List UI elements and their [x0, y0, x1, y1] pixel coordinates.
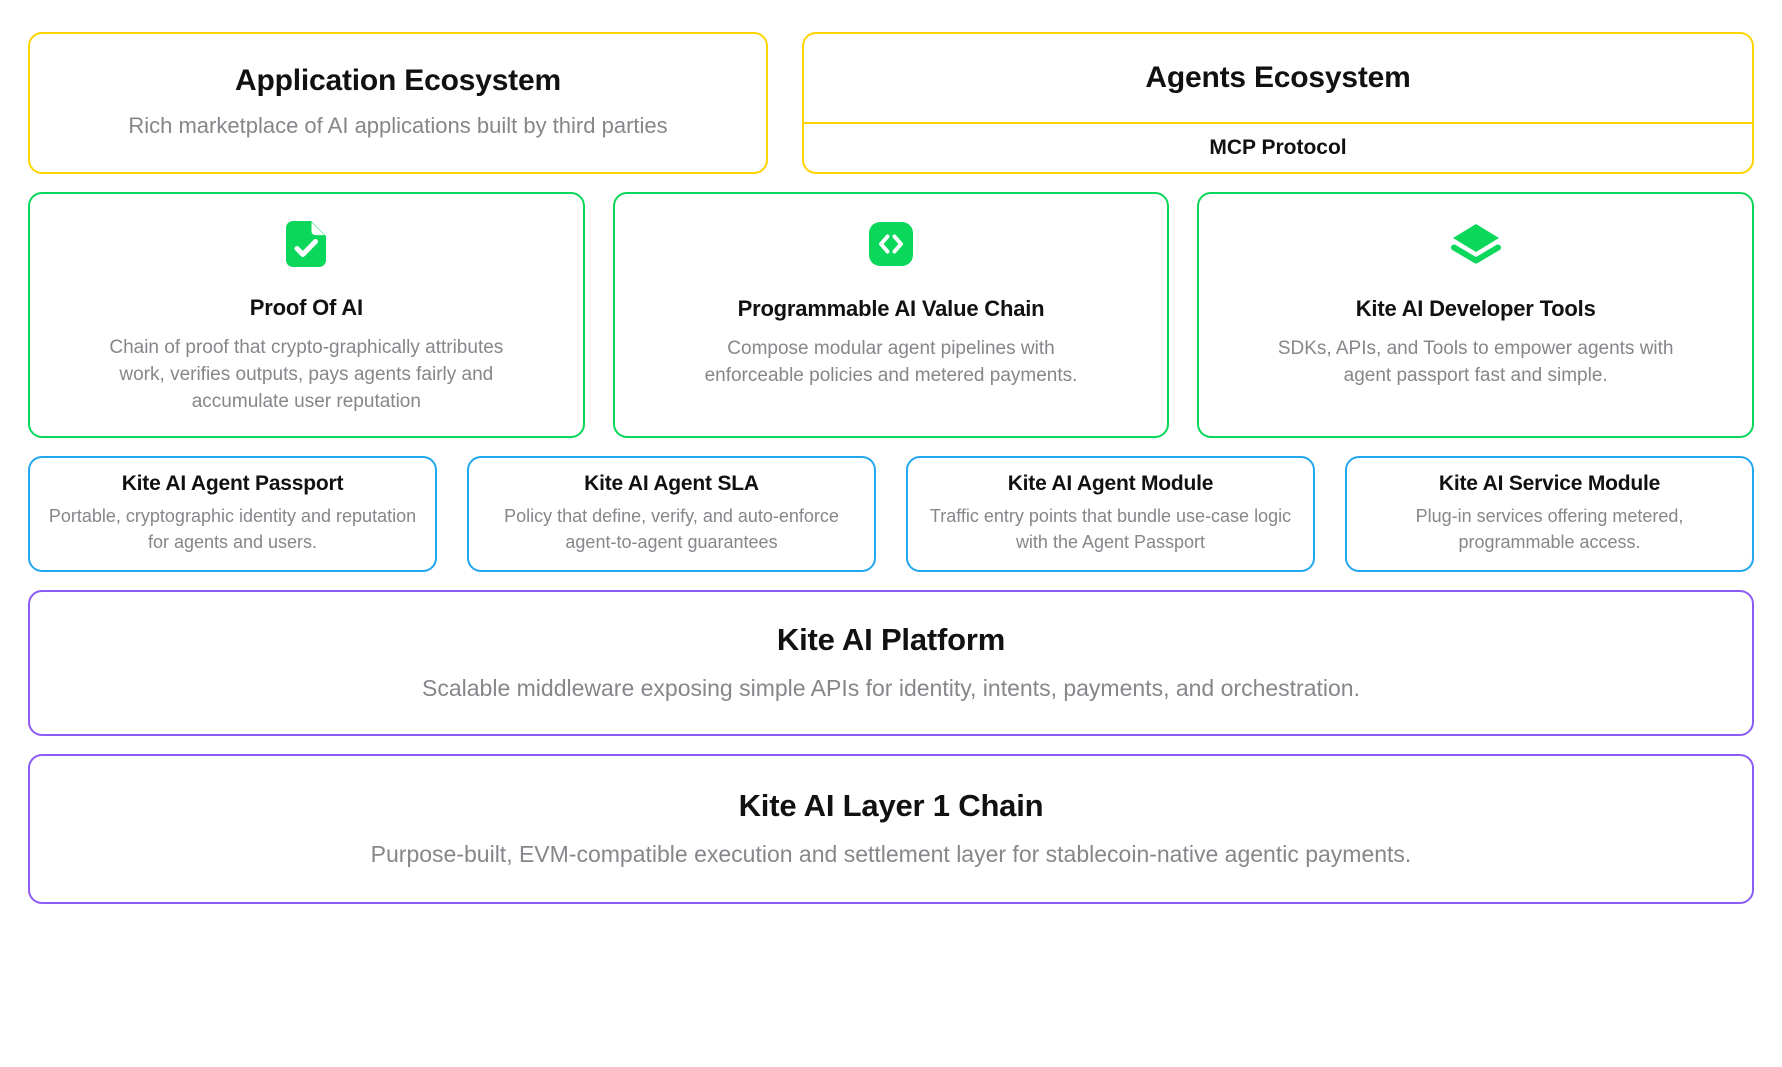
pillar-card-programmable-ai-value-chain[interactable]: Programmable AI Value Chain Compose modu… [612, 192, 1170, 438]
code-brackets-icon [869, 218, 913, 270]
pillar-title: Proof Of AI [249, 295, 363, 321]
band-title: Kite AI Layer 1 Chain [738, 787, 1044, 823]
module-description: Portable, cryptographic identity and rep… [48, 506, 417, 552]
module-description: Traffic entry points that bundle use-cas… [929, 506, 1292, 552]
module-card-kite-ai-agent-sla[interactable]: Kite AI Agent SLA Policy that define, ve… [467, 456, 876, 572]
agents-ecosystem-header: Agents Ecosystem [804, 34, 1752, 122]
mcp-protocol-section[interactable]: MCP Protocol [804, 124, 1752, 172]
pillar-description: Compose modular agent pipelines with enf… [704, 338, 1078, 386]
module-card-kite-ai-agent-passport[interactable]: Kite AI Agent Passport Portable, cryptog… [28, 456, 437, 572]
pillar-title: Programmable AI Value Chain [737, 296, 1045, 321]
pillar-description: Chain of proof that crypto-graphically a… [109, 337, 504, 413]
module-title: Kite AI Service Module [1438, 472, 1661, 496]
module-card-kite-ai-agent-module[interactable]: Kite AI Agent Module Traffic entry point… [906, 456, 1315, 572]
module-title: Kite AI Agent Passport [121, 472, 344, 496]
pillar-card-kite-ai-developer-tools[interactable]: Kite AI Developer Tools SDKs, APIs, and … [1197, 192, 1755, 438]
application-ecosystem-title: Application Ecosystem [235, 64, 561, 98]
band-title: Kite AI Platform [776, 621, 1006, 657]
module-title: Kite AI Agent SLA [584, 472, 759, 496]
pillar-card-proof-of-ai[interactable]: Proof Of AI Chain of proof that crypto-g… [28, 192, 585, 438]
agents-ecosystem-divider [804, 122, 1752, 124]
pillar-title: Kite AI Developer Tools [1355, 296, 1596, 321]
module-description: Policy that define, verify, and auto-enf… [504, 506, 839, 552]
agents-ecosystem-title: Agents Ecosystem [1145, 61, 1411, 94]
band-description: Scalable middleware exposing simple APIs… [422, 674, 1360, 701]
modules-row: Kite AI Agent Passport Portable, cryptog… [28, 456, 1754, 572]
module-card-kite-ai-service-module[interactable]: Kite AI Service Module Plug-in services … [1345, 456, 1754, 572]
pillar-description: SDKs, APIs, and Tools to empower agents … [1277, 338, 1674, 386]
layers-stack-icon [1450, 218, 1501, 270]
platform-band-kite-ai-platform[interactable]: Kite AI Platform Scalable middleware exp… [28, 590, 1754, 736]
document-check-icon [286, 218, 327, 269]
module-description: Plug-in services offering metered, progr… [1415, 506, 1684, 552]
application-ecosystem-card[interactable]: Application Ecosystem Rich marketplace o… [28, 32, 768, 174]
application-ecosystem-description: Rich marketplace of AI applications buil… [128, 113, 668, 139]
mcp-protocol-label: MCP Protocol [1209, 136, 1347, 159]
platform-band-kite-ai-layer-1-chain[interactable]: Kite AI Layer 1 Chain Purpose-built, EVM… [28, 754, 1754, 904]
module-title: Kite AI Agent Module [1007, 472, 1214, 496]
band-description: Purpose-built, EVM-compatible execution … [370, 840, 1412, 867]
ecosystem-row: Application Ecosystem Rich marketplace o… [28, 32, 1754, 174]
agents-ecosystem-card[interactable]: Agents Ecosystem MCP Protocol [802, 32, 1754, 174]
pillars-row: Proof Of AI Chain of proof that crypto-g… [28, 192, 1755, 438]
